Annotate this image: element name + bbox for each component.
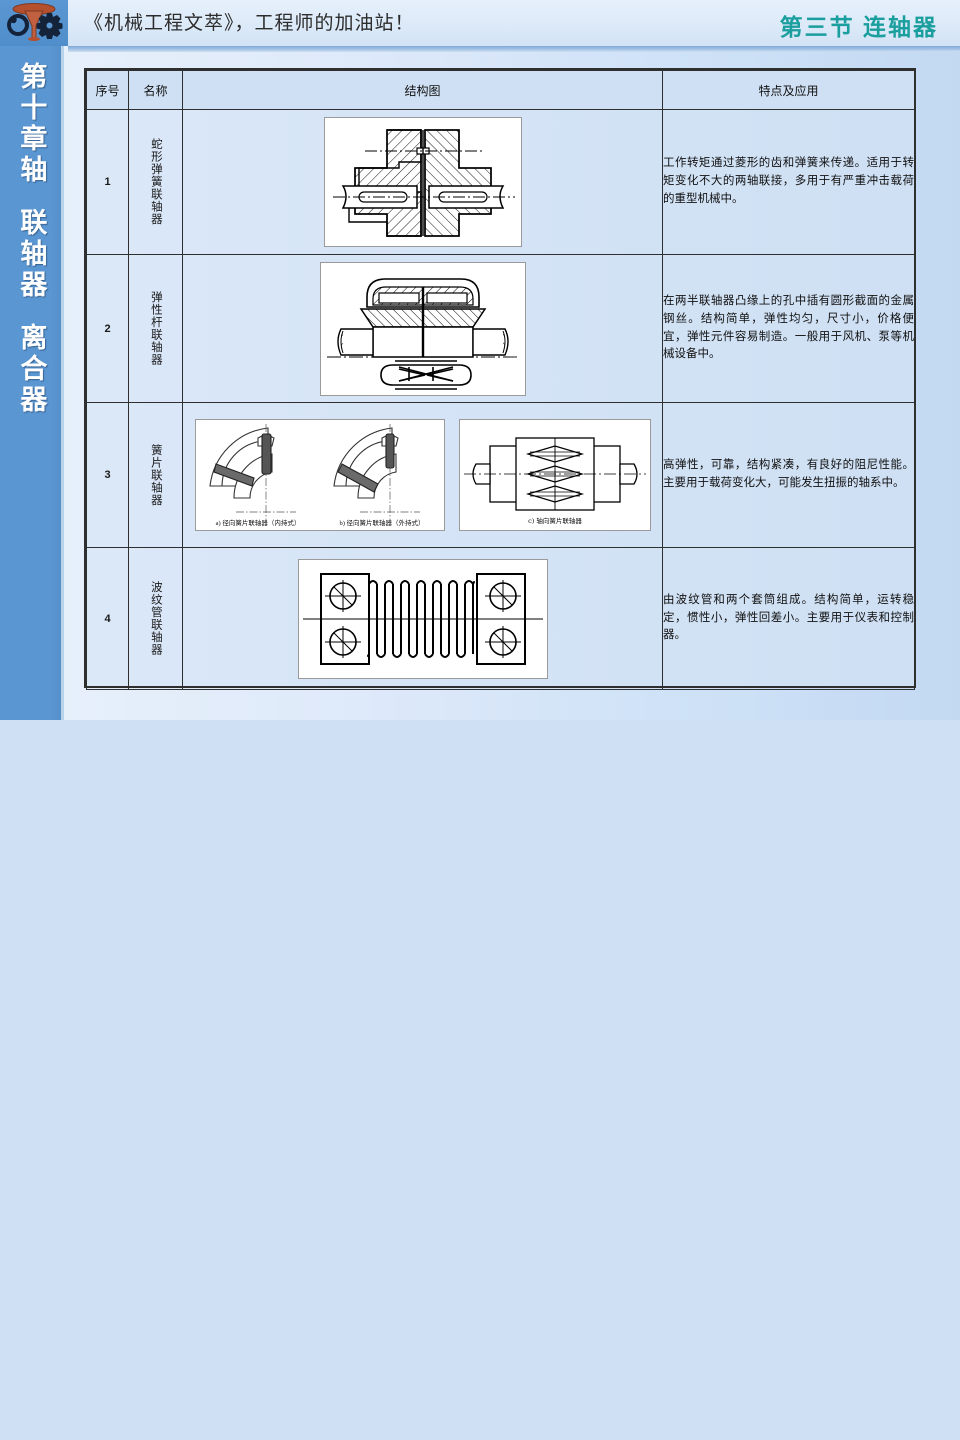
banner-text: 《机械工程文萃》，工程师的加油站！ [84, 13, 415, 34]
row-name: 蛇形弹簧联轴器 [149, 138, 162, 226]
sidebar-item-coupling: 联轴器 [16, 208, 47, 301]
row-name-cell: 波纹管联轴器 [128, 547, 183, 690]
row-name-cell: 蛇形弹簧联轴器 [128, 109, 183, 255]
row-name-cell: 弹性杆联轴器 [128, 254, 183, 403]
elastic-rod-coupling-figure [319, 261, 526, 396]
mechanical-engineering-logo [0, 0, 68, 46]
coupling-types-table: 序号 名称 结构图 特点及应用 1 蛇形弹簧联轴器 [84, 68, 916, 690]
row-figure-cell: a) 径向簧片联轴器（内持式） b) 径向簧片联轴器（外持式） [182, 402, 663, 548]
sidebar-item-clutch: 离合器 [16, 323, 47, 416]
column-header-figure: 结构图 [182, 70, 663, 110]
row-figure-cell [182, 547, 663, 690]
row-number: 1 [86, 109, 129, 255]
column-header-desc: 特点及应用 [662, 70, 915, 110]
row-figure-cell [182, 109, 663, 255]
bellows-coupling-figure [297, 558, 548, 679]
row-description: 工作转矩通过菱形的齿和弹簧来传递。适用于转矩变化不大的两轴联接，多用于有严重冲击… [662, 109, 915, 255]
serpentine-spring-coupling-figure [323, 117, 522, 247]
row-description: 在两半联轴器凸缘上的孔中插有圆形截面的金属钢丝。结构简单，弹性均匀，尺寸小，价格… [662, 254, 915, 403]
table-row: 2 弹性杆联轴器 [86, 254, 915, 403]
row-name-cell: 簧片联轴器 [128, 402, 183, 548]
column-header-name: 名称 [128, 70, 183, 110]
table-row: 1 蛇形弹簧联轴器 [86, 109, 915, 255]
table-header-row: 序号 名称 结构图 特点及应用 [86, 70, 915, 110]
row-description: 高弹性，可靠，结构紧凑，有良好的阻尼性能。主要用于载荷变化大，可能发生扭振的轴系… [662, 402, 915, 548]
slide-header: 《机械工程文萃》，工程师的加油站！ 第三节 连轴器 [0, 0, 960, 46]
row-description: 由波纹管和两个套筒组成。结构简单，运转稳定，惯性小，弹性回差小。主要用于仪表和控… [662, 547, 915, 690]
row-number: 2 [86, 254, 129, 403]
slide: 《机械工程文萃》，工程师的加油站！ 第三节 连轴器 第十章轴 联轴器 离合器 序… [0, 0, 960, 720]
axial-reed-coupling-figure: c) 轴向簧片联轴器 [458, 419, 651, 531]
page-title: 第三节 连轴器 [779, 14, 938, 40]
logo-icon [7, 3, 63, 41]
row-name: 簧片联轴器 [149, 443, 162, 507]
chapter-sidebar: 第十章轴 联轴器 离合器 [0, 46, 64, 720]
figure-caption-a: a) 径向簧片联轴器（内持式） [215, 518, 300, 527]
row-figure-cell [182, 254, 663, 403]
table-row: 4 波纹管联轴器 [86, 547, 915, 690]
row-number: 4 [86, 547, 129, 690]
figure-caption-b: b) 径向簧片联轴器（外持式） [339, 518, 424, 527]
radial-reed-coupling-figure: a) 径向簧片联轴器（内持式） b) 径向簧片联轴器（外持式） [194, 419, 445, 531]
column-header-no: 序号 [86, 70, 129, 110]
row-number: 3 [86, 402, 129, 548]
row-name: 波纹管联轴器 [149, 581, 162, 656]
table-row: 3 簧片联轴器 [86, 402, 915, 548]
row-name: 弹性杆联轴器 [149, 291, 162, 366]
header-divider [68, 46, 960, 52]
sidebar-item-chapter: 第十章轴 [16, 62, 47, 186]
figure-caption-c: c) 轴向簧片联轴器 [528, 516, 582, 525]
